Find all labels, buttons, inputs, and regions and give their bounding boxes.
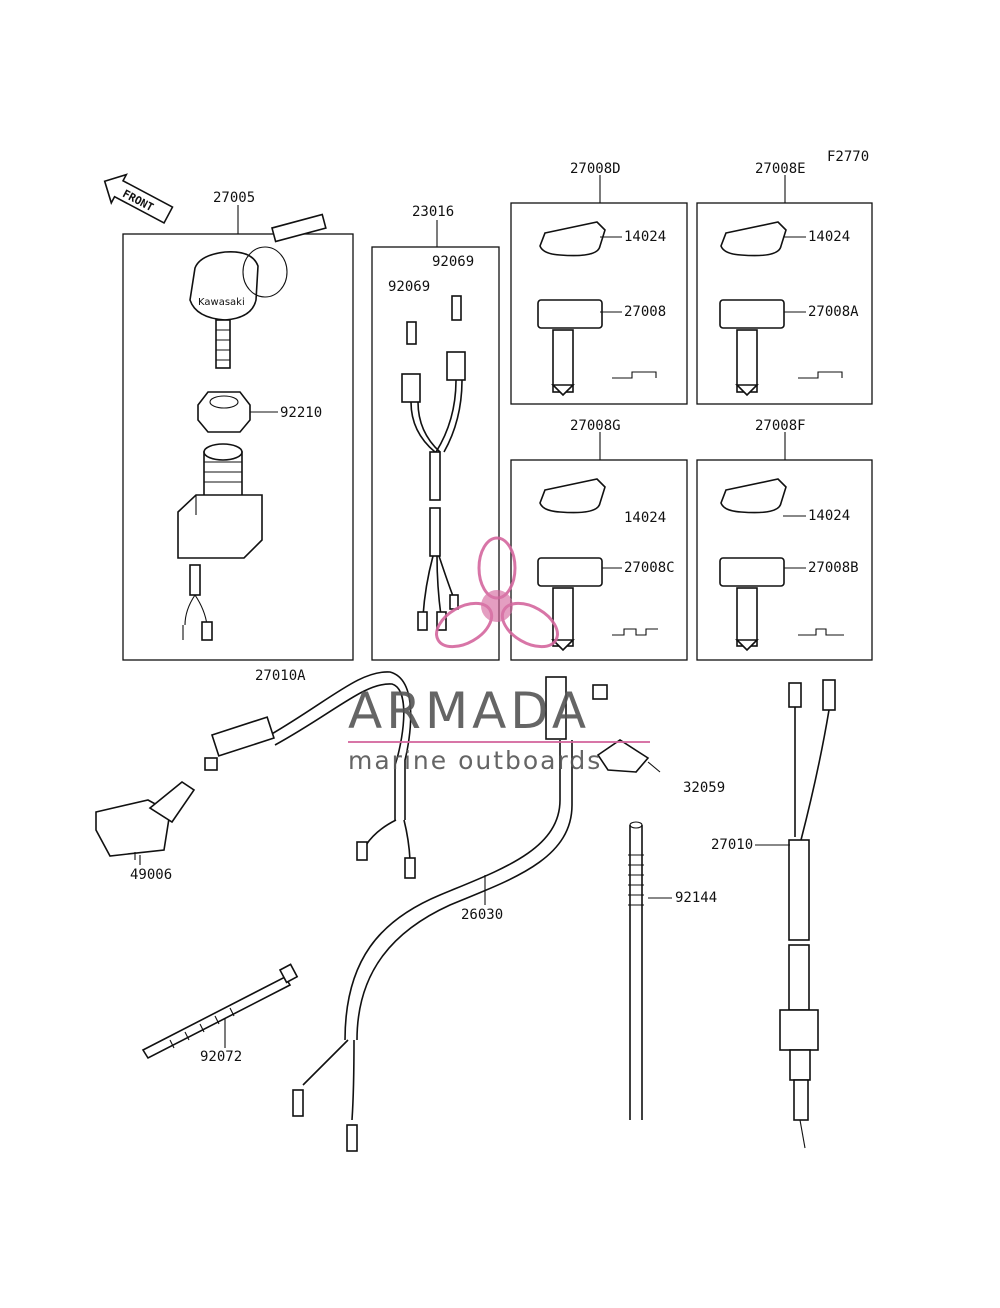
group-label-27008F: 27008F xyxy=(755,418,806,434)
key-set-27008G xyxy=(537,478,658,652)
part-label-92069-b: 92069 xyxy=(388,279,430,295)
cable-27010-drawing xyxy=(779,679,836,1149)
nut-drawing xyxy=(197,391,278,433)
key-set-27008E xyxy=(719,221,843,397)
tie-band-drawing xyxy=(141,963,299,1060)
lead-harness-drawing xyxy=(401,295,466,631)
part-label-27010: 27010 xyxy=(711,837,753,853)
propeller-logo-icon xyxy=(435,536,559,649)
group-label-23016: 23016 xyxy=(412,204,454,220)
part-label-27010A: 27010A xyxy=(255,668,306,684)
key-set-27008F xyxy=(719,478,844,652)
part-label-27008B: 27008B xyxy=(808,560,859,576)
watermark-title: ARMADA xyxy=(348,682,590,740)
key-brand-marking: Kawasaki xyxy=(198,297,245,308)
part-label-92144: 92144 xyxy=(675,890,717,906)
part-label-49006: 49006 xyxy=(130,867,172,883)
group-box-27008D xyxy=(510,202,688,405)
part-label-92069-a: 92069 xyxy=(432,254,474,270)
spring-tube-drawing xyxy=(628,821,644,1120)
group-box-23016 xyxy=(371,246,500,661)
part-label-27008A: 27008A xyxy=(808,304,859,320)
part-label-14024-c: 14024 xyxy=(624,510,666,526)
part-label-32059: 32059 xyxy=(683,780,725,796)
front-arrow-icon: FRONT xyxy=(103,173,174,225)
key-set-27008D xyxy=(537,221,657,397)
part-label-14024-d: 14024 xyxy=(808,508,850,524)
watermark-subtitle: marine outboards xyxy=(348,746,602,775)
part-label-92210: 92210 xyxy=(280,405,322,421)
watermark: ARMADA marine outboards xyxy=(348,536,650,775)
part-label-26030: 26030 xyxy=(461,907,503,923)
group-label-27005: 27005 xyxy=(213,190,255,206)
part-label-92072: 92072 xyxy=(200,1049,242,1065)
part-label-27008: 27008 xyxy=(624,304,666,320)
part-label-14024-b: 14024 xyxy=(808,229,850,245)
group-label-27008E: 27008E xyxy=(755,161,806,177)
cable-27010A-drawing xyxy=(95,671,416,879)
figure-code: F2770 xyxy=(827,149,869,165)
part-label-27008C: 27008C xyxy=(624,560,675,576)
group-box-27008G xyxy=(510,459,688,661)
group-label-27008G: 27008G xyxy=(570,418,621,434)
group-label-27008D: 27008D xyxy=(570,161,621,177)
part-label-14024-a: 14024 xyxy=(624,229,666,245)
ignition-key-drawing: Kawasaki xyxy=(189,213,327,369)
switch-body-drawing xyxy=(177,443,263,641)
harness-26030-drawing xyxy=(292,676,650,1152)
